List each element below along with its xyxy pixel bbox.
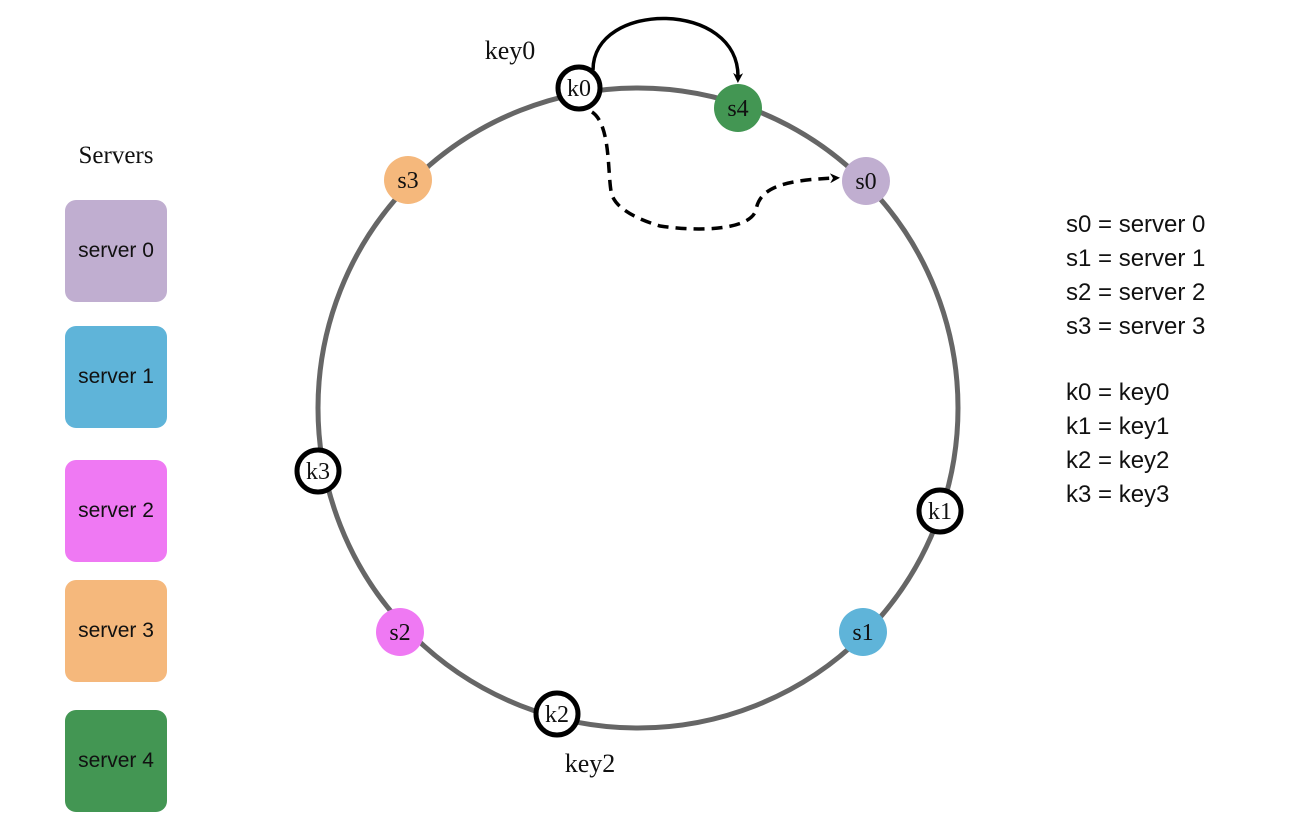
mapping-line: k0 = key0 (1066, 379, 1170, 406)
server-node-label: s2 (389, 620, 410, 646)
key-node-label: k3 (306, 459, 330, 485)
server-node-s1: s1 (839, 608, 887, 656)
dashed-arrow-k0-to-s0 (590, 110, 840, 231)
key-node-k2: k2 (533, 690, 581, 738)
caption-key2: key2 (565, 749, 616, 778)
mapping-line: s0 = server 0 (1066, 211, 1206, 238)
server-node-label: s4 (727, 96, 748, 122)
caption-key0: key0 (485, 36, 536, 65)
mapping-line: s2 = server 2 (1066, 279, 1206, 306)
legend-server-2: server 2 (65, 460, 167, 562)
key-node-k1: k1 (916, 487, 964, 535)
hash-ring (315, 85, 961, 731)
key-node-label: k0 (567, 76, 591, 102)
server-mapping-list: s0 = server 0 s1 = server 1 s2 = server … (1066, 208, 1205, 344)
arrow-k0-to-s4 (591, 16, 744, 83)
mapping-line: s1 = server 1 (1066, 245, 1206, 272)
server-node-s3: s3 (384, 156, 432, 204)
key-node-label: k1 (928, 499, 952, 525)
server-node-label: s1 (852, 620, 873, 646)
key-mapping-list: k0 = key0 k1 = key1 k2 = key2 k3 = key3 (1066, 376, 1169, 512)
server-node-label: s0 (855, 169, 876, 195)
legend-title: Servers (78, 142, 154, 169)
key-node-k0: k0 (555, 64, 603, 112)
legend-server-3: server 3 (65, 580, 167, 682)
mapping-line: k2 = key2 (1066, 447, 1170, 474)
server-node-label: s3 (397, 168, 418, 194)
mapping-line: k1 = key1 (1066, 413, 1170, 440)
server-node-s2: s2 (376, 608, 424, 656)
key-node-k3: k3 (294, 447, 342, 495)
key-node-label: k2 (545, 702, 569, 728)
legend-server-0: server 0 (65, 200, 167, 302)
legend-server-1: server 1 (65, 326, 167, 428)
server-node-s4: s4 (714, 84, 762, 132)
mapping-line: k3 = key3 (1066, 481, 1170, 508)
mapping-line: s3 = server 3 (1066, 313, 1206, 340)
server-node-s0: s0 (842, 157, 890, 205)
legend-server-4: server 4 (65, 710, 167, 812)
